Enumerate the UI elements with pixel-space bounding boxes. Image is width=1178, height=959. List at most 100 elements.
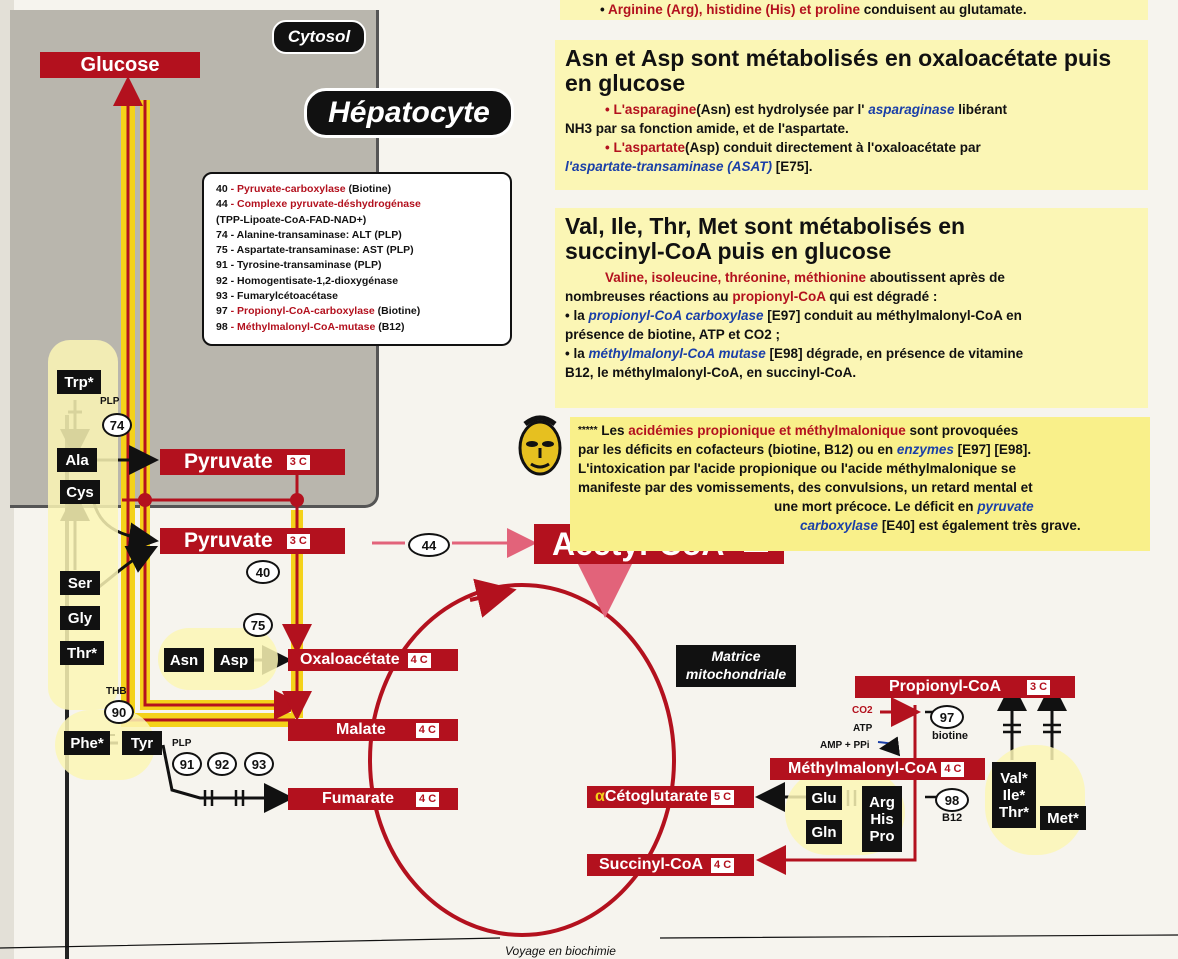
gln-node: Gln — [806, 820, 842, 844]
plp-label-2: PLP — [172, 738, 192, 749]
pyruvate-cytosol: Pyruvate 3 C — [160, 449, 345, 475]
section-val-ile-title: Val, Ile, Thr, Met sont métabolisés en s… — [565, 213, 966, 264]
bullet: • — [600, 2, 605, 17]
asn-node: Asn — [164, 648, 204, 672]
legend-number: 98 — [216, 320, 228, 333]
header-line: • Arginine (Arg), histidine (His) et pro… — [560, 0, 1148, 20]
legend-label: - Aspartate-transaminase: AST (PLP) — [227, 244, 414, 257]
oxaloacetate-node: Oxaloacétate 4 C — [288, 649, 458, 671]
acid-text-4: [E97] [E98]. — [953, 442, 1032, 457]
legend-label: - Propionyl-CoA-carboxylase — [227, 305, 378, 318]
section-val-ile: Val, Ile, Thr, Met sont métabolisés en s… — [555, 208, 1148, 408]
ala-node: Ala — [57, 448, 97, 472]
ile-label: Ile* — [1002, 786, 1026, 804]
propionyl-carboxylase-term: propionyl-CoA carboxylase — [588, 308, 764, 323]
fumarate-node: Fumarate 4 C — [288, 788, 458, 810]
footer-title: Voyage en biochimie — [505, 944, 616, 958]
carbon-count-tag: 4 C — [711, 857, 735, 873]
cys-node: Cys — [60, 480, 100, 504]
section-asn-asp-title: Asn et Asp sont métabolisés en oxaloacét… — [565, 45, 1112, 96]
e75-ref: [E75]. — [772, 159, 813, 174]
carbon-count-tag: 4 C — [407, 652, 431, 668]
asp-node: Asp — [214, 648, 254, 672]
alpha-symbol: α — [595, 788, 605, 805]
gly-node: Gly — [60, 606, 100, 630]
oxaloacetate-label: Oxaloacétate — [300, 651, 400, 668]
enzyme-92: 92 — [207, 752, 237, 776]
asat-line: l'aspartate-transaminase (ASAT) [E75]. — [565, 157, 1138, 176]
legend-cofactor: (Biotine) — [377, 305, 421, 318]
acid-text-1: Les — [597, 423, 629, 438]
legend-item: 75 - Aspartate-transaminase: AST (PLP) — [216, 243, 502, 258]
legend-item: 74 - Alanine-transaminase: ALT (PLP) — [216, 228, 502, 243]
enzyme-97: 97 — [930, 705, 964, 729]
acid-line-3: L'intoxication par l'acide propionique o… — [578, 461, 1016, 476]
legend-number: 40 — [216, 183, 228, 195]
acid-text-5: une mort précoce. Le déficit en — [774, 499, 978, 514]
atp-label: ATP — [853, 723, 873, 734]
val-text-1: aboutissent après de — [866, 270, 1005, 285]
val-text-4: [E97] conduit au méthylmalonyl-CoA en — [763, 308, 1022, 323]
val-label: Val* — [1000, 769, 1028, 787]
legend-label: (TPP-Lipoate-CoA-FAD-NAD+) — [216, 213, 367, 226]
nh3-line: NH3 par sa fonction amide, et de l'aspar… — [565, 121, 849, 136]
legend-item: 91 - Tyrosine-transaminase (PLP) — [216, 258, 502, 273]
legend-label: - Homogentisate-1,2-dioxygénase — [227, 274, 399, 287]
mask-icon — [515, 412, 565, 478]
acid-line-5: une mort précoce. Le déficit en pyruvate — [578, 497, 1142, 516]
stars: ***** — [578, 425, 598, 436]
legend-number: 44 — [216, 198, 228, 211]
ser-node: Ser — [60, 571, 100, 595]
enzymes-term: enzymes — [896, 442, 954, 457]
thr-label: Thr* — [999, 803, 1029, 821]
val-text-5: [E98] dégrade, en présence de vitamine — [765, 346, 1024, 361]
alpha-ketoglutarate-label: Cétoglutarate — [604, 788, 708, 805]
legend-item: 44 - Complexe pyruvate-déshydrogénase — [216, 197, 502, 212]
legend-item: 92 - Homogentisate-1,2-dioxygénase — [216, 274, 502, 289]
enzyme-93: 93 — [244, 752, 274, 776]
acid-line-1: ***** Les acidémies propionique et méthy… — [578, 421, 1142, 440]
arg-his-pro-node: Arg His Pro — [862, 786, 902, 852]
legend-label: - Fumarylcétoacétase — [227, 290, 338, 303]
acid-text-2: sont provoquées — [905, 423, 1019, 438]
val-line-6: B12, le méthylmalonyl-CoA, en succinyl-C… — [565, 365, 857, 380]
carbon-count-tag: 3 C — [1027, 679, 1051, 695]
propionyl-coa-node: Propionyl-CoA 3 C — [855, 676, 1075, 698]
acidemia-term: acidémies propionique et méthylmalonique — [628, 423, 906, 438]
alpha-ketoglutarate-node: α Cétoglutarate 5 C — [587, 786, 754, 808]
propionyl-coa-label: Propionyl-CoA — [889, 678, 1001, 695]
section-acidemias: ***** Les acidémies propionique et méthy… — [570, 417, 1150, 551]
legend-label: - Complexe pyruvate-déshydrogénase — [227, 198, 421, 211]
val-text-2: nombreuses réactions au — [565, 289, 733, 304]
his-label: His — [870, 810, 894, 828]
plp-label: PLP — [100, 396, 120, 407]
phe-node: Phe* — [64, 731, 110, 755]
histidine-text: histidine (His) et — [706, 2, 816, 17]
thb-label: THB — [106, 686, 127, 697]
enzyme-75: 75 — [243, 613, 273, 637]
pyruvate-cytosol-label: Pyruvate — [184, 450, 273, 473]
co2-label: CO2 — [852, 705, 873, 716]
legend-cofactor: (Biotine) — [348, 183, 392, 195]
pyruvate-term: pyruvate — [977, 499, 1034, 514]
enzyme-44: 44 — [408, 533, 450, 557]
enzyme-74: 74 — [102, 413, 132, 437]
legend-label: - Alanine-transaminase: ALT (PLP) — [227, 228, 402, 241]
legend-item: 98 - Méthylmalonyl-CoA-mutase (B12) — [216, 320, 502, 335]
enzyme-90: 90 — [104, 700, 134, 724]
b12-label: B12 — [942, 812, 963, 824]
carbon-count-tag: 3 C — [286, 533, 310, 549]
malate-node: Malate 4 C — [288, 719, 458, 741]
enzyme-40: 40 — [246, 560, 280, 584]
matrice-label: Matrice mitochondriale — [676, 645, 796, 687]
val-ile-thr-node: Val* Ile* Thr* — [992, 762, 1036, 828]
carboxylase-term: carboxylase — [800, 518, 879, 533]
glu-node: Glu — [806, 786, 842, 810]
trp-node: Trp* — [57, 370, 101, 394]
aspartate-term: • L'aspartate — [605, 140, 685, 155]
glucose-node: Glucose — [40, 52, 200, 78]
tyr-node: Tyr — [122, 731, 162, 755]
legend-number: 92 — [216, 274, 228, 287]
enzyme-98: 98 — [935, 788, 969, 812]
legend-item: (TPP-Lipoate-CoA-FAD-NAD+) — [216, 213, 502, 228]
